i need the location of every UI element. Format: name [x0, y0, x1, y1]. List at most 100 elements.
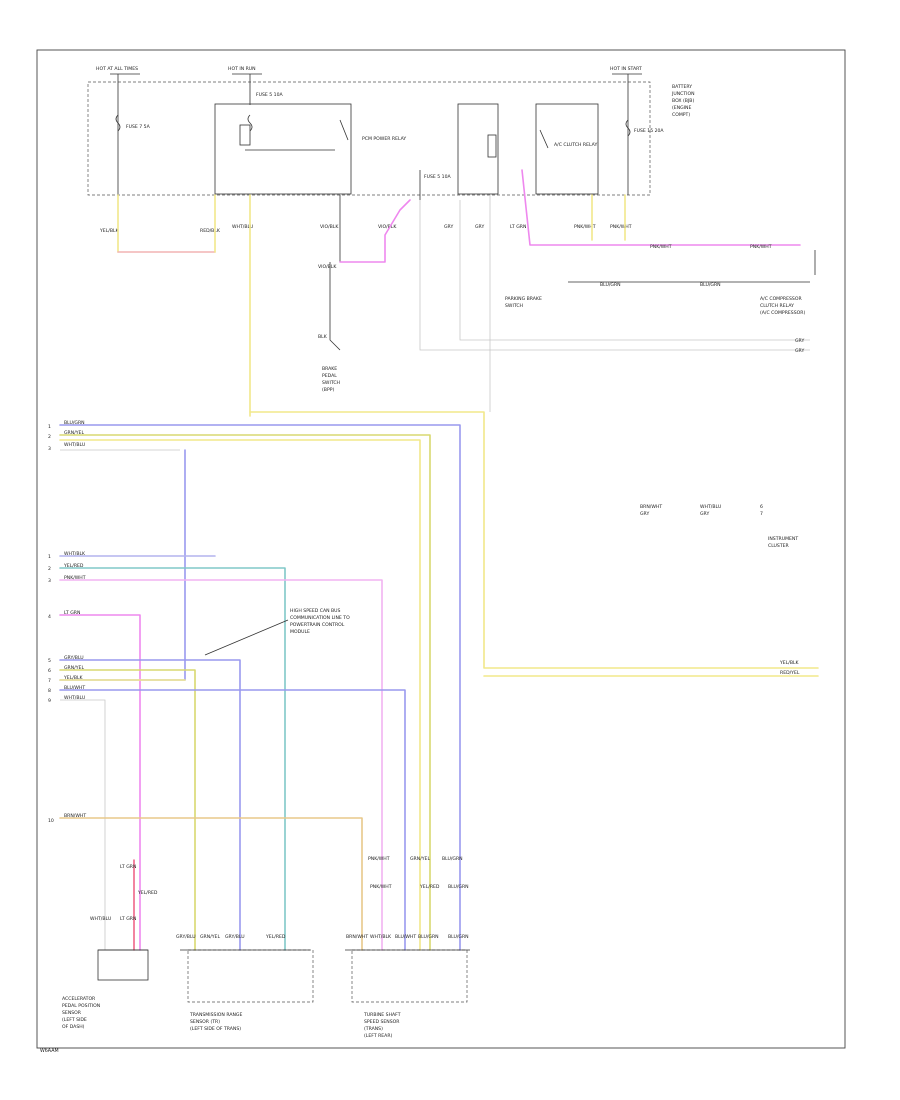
diagram-frame [36, 49, 846, 1049]
hot-label-2: HOT IN RUN [228, 66, 256, 72]
svg-text:SPEED SENSOR: SPEED SENSOR [364, 1019, 400, 1025]
svg-text:(A/C COMPRESSOR): (A/C COMPRESSOR) [760, 310, 805, 316]
svg-text:A/C CLUTCH RELAY: A/C CLUTCH RELAY [554, 142, 597, 148]
svg-text:BLU/GRN: BLU/GRN [64, 420, 85, 426]
svg-text:BLU/GRN: BLU/GRN [600, 282, 621, 288]
instrument-cluster: BRN/WHT GRY WHT/BLU GRY 6 7 INSTRUMENT C… [640, 504, 798, 549]
svg-text:WHT/BLU: WHT/BLU [64, 442, 85, 448]
svg-text:JUNCTION: JUNCTION [671, 91, 695, 97]
svg-text:YEL/BLK: YEL/BLK [63, 675, 84, 681]
svg-text:(LEFT SIDE OF TRANS): (LEFT SIDE OF TRANS) [190, 1026, 241, 1032]
svg-text:7: 7 [48, 678, 51, 684]
svg-text:GRY: GRY [795, 338, 804, 344]
svg-text:RED/BLK: RED/BLK [200, 228, 221, 234]
svg-text:BLU/GRN: BLU/GRN [448, 884, 469, 890]
turbine-shaft-speed-sensor: TURBINE SHAFT SPEED SENSOR (TRANS) (LEFT… [351, 949, 468, 1039]
svg-text:WHT/BLU: WHT/BLU [232, 224, 253, 230]
svg-text:(LEFT REAR): (LEFT REAR) [364, 1033, 393, 1039]
svg-text:PNK/WHT: PNK/WHT [650, 244, 672, 250]
svg-text:BOX (BJB): BOX (BJB) [672, 98, 694, 104]
fuse-3: FUSE 15 20A [625, 74, 664, 195]
svg-text:YEL/RED: YEL/RED [63, 563, 84, 569]
svg-text:PEDAL: PEDAL [322, 373, 337, 379]
svg-text:2: 2 [48, 566, 51, 572]
svg-text:OF DASH): OF DASH) [62, 1024, 85, 1030]
svg-text:VIO/BLK: VIO/BLK [378, 224, 397, 230]
svg-text:6: 6 [760, 504, 763, 510]
svg-text:5: 5 [48, 658, 51, 664]
svg-text:GRY: GRY [475, 224, 484, 230]
pcm-note: HIGH SPEED CAN BUS COMMUNICATION LINE TO… [204, 608, 350, 656]
svg-text:CLUTCH RELAY: CLUTCH RELAY [760, 303, 794, 309]
svg-text:YEL/RED: YEL/RED [419, 884, 440, 890]
svg-text:2: 2 [48, 434, 51, 440]
svg-text:PARKING BRAKE: PARKING BRAKE [505, 296, 542, 302]
svg-text:BLK: BLK [318, 334, 328, 340]
svg-text:GRN/YEL: GRN/YEL [64, 430, 84, 436]
svg-text:LT GRN: LT GRN [510, 224, 526, 230]
svg-text:SWITCH: SWITCH [505, 303, 523, 309]
svg-text:PNK/WHT: PNK/WHT [368, 856, 390, 862]
svg-text:POWERTRAIN CONTROL: POWERTRAIN CONTROL [290, 622, 345, 628]
svg-text:LT GRN: LT GRN [120, 916, 136, 922]
svg-text:9: 9 [48, 698, 51, 704]
svg-text:RED/YEL: RED/YEL [780, 670, 800, 676]
svg-text:BLU/GRN: BLU/GRN [700, 282, 721, 288]
svg-text:BLU/WHT: BLU/WHT [395, 934, 416, 940]
svg-text:GRY/BLU: GRY/BLU [225, 934, 245, 940]
svg-text:PNK/WHT: PNK/WHT [370, 884, 392, 890]
svg-text:PNK/WHT: PNK/WHT [750, 244, 772, 250]
top-connector-labels: YEL/BLK RED/BLK WHT/BLU VIO/BLK VIO/BLK … [99, 224, 632, 234]
svg-text:A/C COMPRESSOR: A/C COMPRESSOR [760, 296, 802, 302]
parking-brake-switch-label: PARKING BRAKE SWITCH [505, 296, 542, 309]
svg-text:BATTERY: BATTERY [672, 84, 692, 90]
svg-text:YEL/BLK: YEL/BLK [99, 228, 120, 234]
svg-text:GRN/YEL: GRN/YEL [410, 856, 430, 862]
svg-text:3: 3 [48, 446, 51, 452]
svg-text:BLU/GRN: BLU/GRN [448, 934, 469, 940]
svg-text:GRY/BLU: GRY/BLU [176, 934, 196, 940]
svg-text:BRN/WHT: BRN/WHT [640, 504, 662, 510]
fuse-1: FUSE 7 5A [115, 74, 151, 195]
svg-text:GRY: GRY [640, 511, 649, 517]
svg-text:LT GRN: LT GRN [120, 864, 136, 870]
svg-text:PNK/WHT: PNK/WHT [610, 224, 632, 230]
svg-text:GRY/BLU: GRY/BLU [64, 655, 84, 661]
svg-text:4: 4 [48, 614, 51, 620]
svg-text:YEL/RED: YEL/RED [137, 890, 158, 896]
svg-text:1: 1 [48, 554, 51, 560]
junction-box-outline [87, 81, 651, 196]
transmission-range-sensor: TRANSMISSION RANGE SENSOR (TR) (LEFT SID… [187, 949, 314, 1032]
svg-text:SENSOR: SENSOR [62, 1010, 82, 1016]
svg-text:VIO/BLK: VIO/BLK [320, 224, 339, 230]
svg-text:FUSE 5 10A: FUSE 5 10A [256, 92, 284, 98]
svg-text:FUSE 5 10A: FUSE 5 10A [424, 174, 452, 180]
svg-text:FUSE 15 20A: FUSE 15 20A [634, 128, 664, 134]
svg-text:(BPP): (BPP) [322, 387, 334, 393]
svg-text:COMMUNICATION LINE TO: COMMUNICATION LINE TO [290, 615, 350, 621]
svg-text:1: 1 [48, 424, 51, 430]
svg-text:GRN/YEL: GRN/YEL [200, 934, 220, 940]
brake-pedal-switch: VIO/BLK BLK BRAKE PEDAL SWITCH (BPP) [318, 264, 340, 393]
junction-box-label: BATTERY JUNCTION BOX (BJB) (ENGINE COMPT… [671, 84, 695, 118]
svg-text:10: 10 [48, 818, 54, 824]
pcm-power-relay: PCM POWER RELAY [214, 103, 406, 195]
svg-text:GRY: GRY [444, 224, 453, 230]
svg-text:GRN/YEL: GRN/YEL [64, 665, 84, 671]
svg-text:YEL/BLK: YEL/BLK [779, 660, 800, 666]
svg-text:VIO/BLK: VIO/BLK [318, 264, 337, 270]
accelerator-pedal-sensor: ACCELERATOR PEDAL POSITION SENSOR (LEFT … [62, 949, 149, 1030]
svg-text:BRAKE: BRAKE [322, 366, 337, 372]
svg-text:8: 8 [48, 688, 51, 694]
svg-text:PCM POWER RELAY: PCM POWER RELAY [362, 136, 406, 142]
ac-compressor-label: A/C COMPRESSOR CLUTCH RELAY (A/C COMPRES… [760, 296, 805, 316]
bottom-wire-labels: WHT/BLU LT GRN LT GRN YEL/RED GRY/BLU GR… [90, 856, 469, 940]
svg-text:(LEFT SIDE: (LEFT SIDE [62, 1017, 87, 1023]
svg-text:WHT/BLU: WHT/BLU [90, 916, 111, 922]
svg-text:MODULE: MODULE [290, 629, 310, 635]
footer-code: W6AAM [40, 1048, 59, 1054]
fuse-2: FUSE 5 10A [247, 74, 284, 132]
svg-text:ACCELERATOR: ACCELERATOR [62, 996, 96, 1002]
svg-text:BLU/WHT: BLU/WHT [64, 685, 85, 691]
